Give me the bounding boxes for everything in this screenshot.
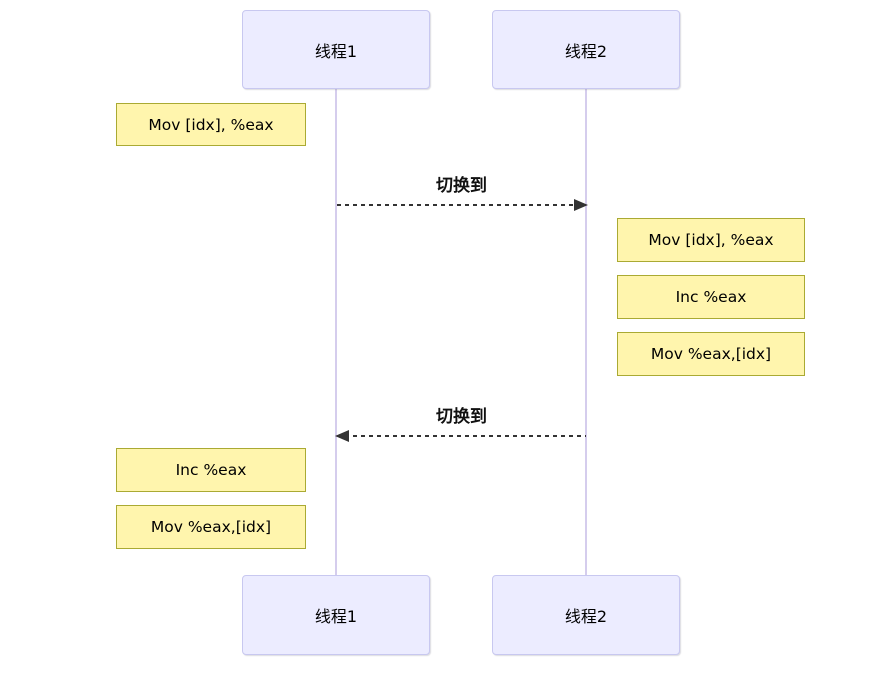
dashed-arrow-line bbox=[337, 435, 586, 437]
note-text: Inc %eax bbox=[675, 288, 747, 306]
actor-bottom-thread2: 线程2 bbox=[492, 575, 680, 655]
note-mov-load-thread1: Mov [idx], %eax bbox=[116, 103, 306, 146]
note-text: Mov [idx], %eax bbox=[148, 115, 274, 134]
actor-label: 线程1 bbox=[314, 607, 358, 626]
note-mov-load-thread2: Mov [idx], %eax bbox=[617, 218, 805, 262]
actor-label: 线程2 bbox=[564, 41, 608, 61]
message-label: 切换到 bbox=[436, 176, 487, 196]
message-label: 切换到 bbox=[436, 407, 487, 427]
note-text: Inc %eax bbox=[175, 461, 247, 479]
note-inc-thread1: Inc %eax bbox=[116, 448, 306, 492]
note-mov-store-thread2: Mov %eax,[idx] bbox=[617, 332, 805, 376]
actor-label: 线程1 bbox=[314, 41, 358, 61]
dashed-arrow-line bbox=[337, 204, 586, 206]
actor-top-thread2: 线程2 bbox=[492, 10, 680, 89]
note-inc-thread2: Inc %eax bbox=[617, 275, 805, 319]
arrowhead-right-icon bbox=[574, 199, 588, 211]
actor-bottom-thread1: 线程1 bbox=[242, 575, 430, 655]
lifeline-thread1 bbox=[335, 89, 337, 575]
note-text: Mov %eax,[idx] bbox=[650, 345, 772, 363]
note-text: Mov %eax,[idx] bbox=[150, 518, 272, 536]
actor-top-thread1: 线程1 bbox=[242, 10, 430, 89]
note-text: Mov [idx], %eax bbox=[648, 231, 774, 249]
message-switch-to-thread2: 切换到 bbox=[337, 170, 588, 211]
arrowhead-left-icon bbox=[335, 430, 349, 442]
note-mov-store-thread1: Mov %eax,[idx] bbox=[116, 505, 306, 549]
actor-label: 线程2 bbox=[564, 607, 608, 626]
message-switch-to-thread1: 切换到 bbox=[335, 401, 586, 442]
lifeline-thread2 bbox=[585, 89, 587, 575]
